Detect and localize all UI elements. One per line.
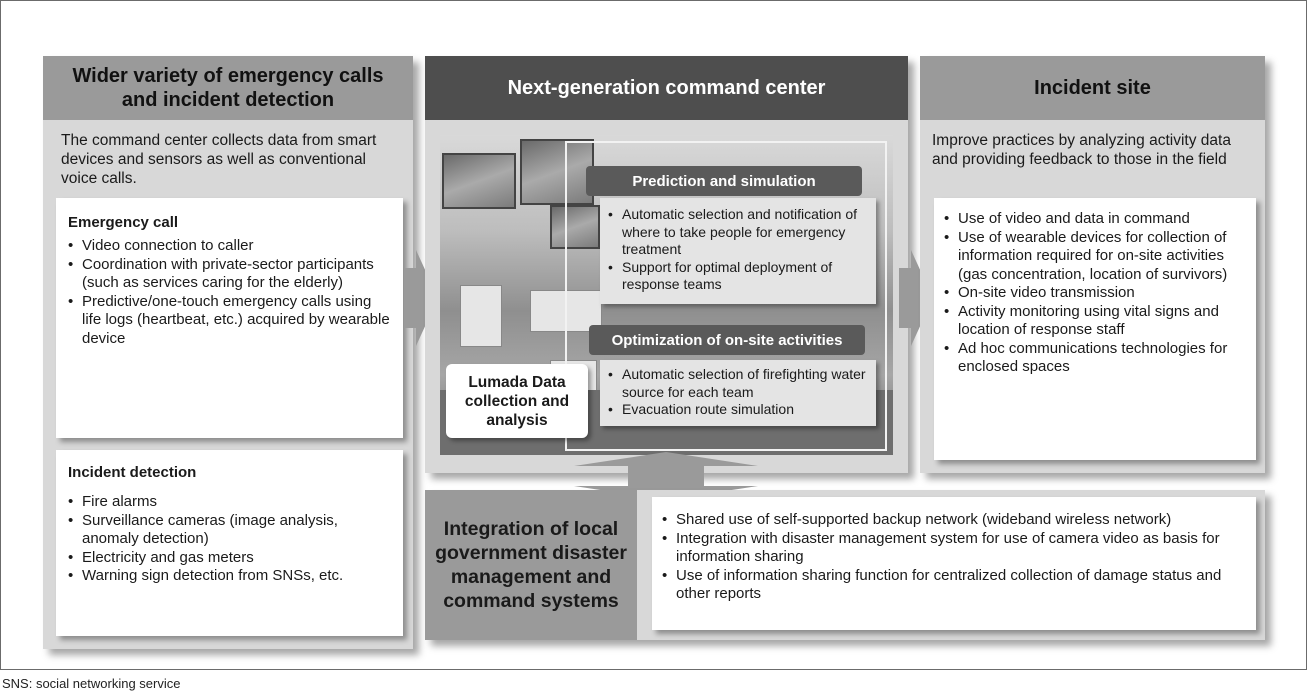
integration-card: Shared use of self-supported backup netw… [652, 497, 1256, 630]
list-item: Electricity and gas meters [68, 549, 393, 568]
list-item: Fire alarms [68, 493, 393, 512]
screen [520, 139, 594, 205]
incident-detection-card: Incident detection Fire alarms Surveilla… [56, 450, 403, 636]
list-item: Ad hoc communications technologies for e… [944, 340, 1250, 377]
list-item: Automatic selection and notification of … [608, 206, 872, 259]
list-item: Use of information sharing function for … [662, 567, 1252, 604]
list-item: Predictive/one-touch emergency calls usi… [68, 293, 393, 349]
footnote: SNS: social networking service [2, 676, 181, 691]
desk [460, 285, 502, 347]
list-item: Video connection to caller [68, 237, 393, 256]
overlay-frame [565, 141, 887, 451]
emergency-call-card: Emergency call Video connection to calle… [56, 198, 403, 438]
list-item: Use of video and data in command [944, 210, 1250, 229]
optimization-list: Automatic selection of firefighting wate… [608, 366, 872, 419]
incident-detection-heading: Incident detection [68, 464, 197, 481]
center-column-title: Next-generation command center [425, 56, 908, 120]
list-item: Use of wearable devices for collection o… [944, 229, 1250, 285]
screen [442, 153, 516, 209]
up-down-arrow-icon [574, 452, 758, 500]
incident-site-list: Use of video and data in command Use of … [944, 210, 1250, 377]
list-item: Surveillance cameras (image analysis, an… [68, 512, 393, 549]
emergency-call-heading: Emergency call [68, 214, 179, 231]
prediction-list: Automatic selection and notification of … [608, 206, 872, 294]
optimization-box: Automatic selection of firefighting wate… [600, 360, 876, 426]
left-column-intro: The command center collects data from sm… [61, 132, 377, 187]
list-item: On-site video transmission [944, 284, 1250, 303]
integration-list: Shared use of self-supported backup netw… [662, 511, 1252, 604]
list-item: Automatic selection of firefighting wate… [608, 366, 872, 401]
left-column-title: Wider variety of emergency calls and inc… [43, 56, 413, 120]
list-item: Warning sign detection from SNSs, etc. [68, 567, 393, 586]
emergency-call-list: Video connection to caller Coordination … [68, 237, 393, 348]
diagram-frame [0, 0, 1307, 670]
incident-detection-list: Fire alarms Surveillance cameras (image … [68, 493, 393, 586]
incident-site-card: Use of video and data in command Use of … [934, 198, 1256, 460]
lumada-label: Lumada Data collection and analysis [446, 364, 588, 438]
list-item: Activity monitoring using vital signs an… [944, 303, 1250, 340]
right-column-intro: Improve practices by analyzing activity … [932, 132, 1231, 168]
prediction-heading: Prediction and simulation [586, 166, 862, 196]
integration-title: Integration of local government disaster… [425, 490, 637, 640]
screen [550, 205, 600, 249]
list-item: Integration with disaster management sys… [662, 530, 1252, 567]
right-column-title: Incident site [920, 56, 1265, 120]
right-arrow-icon [899, 250, 933, 346]
optimization-heading: Optimization of on-site activities [589, 325, 865, 355]
list-item: Shared use of self-supported backup netw… [662, 511, 1252, 530]
list-item: Evacuation route simulation [608, 401, 872, 419]
list-item: Coordination with private-sector partici… [68, 256, 393, 293]
right-arrow-icon [404, 250, 438, 346]
list-item: Support for optimal deployment of respon… [608, 259, 872, 294]
prediction-box: Automatic selection and notification of … [600, 198, 876, 304]
